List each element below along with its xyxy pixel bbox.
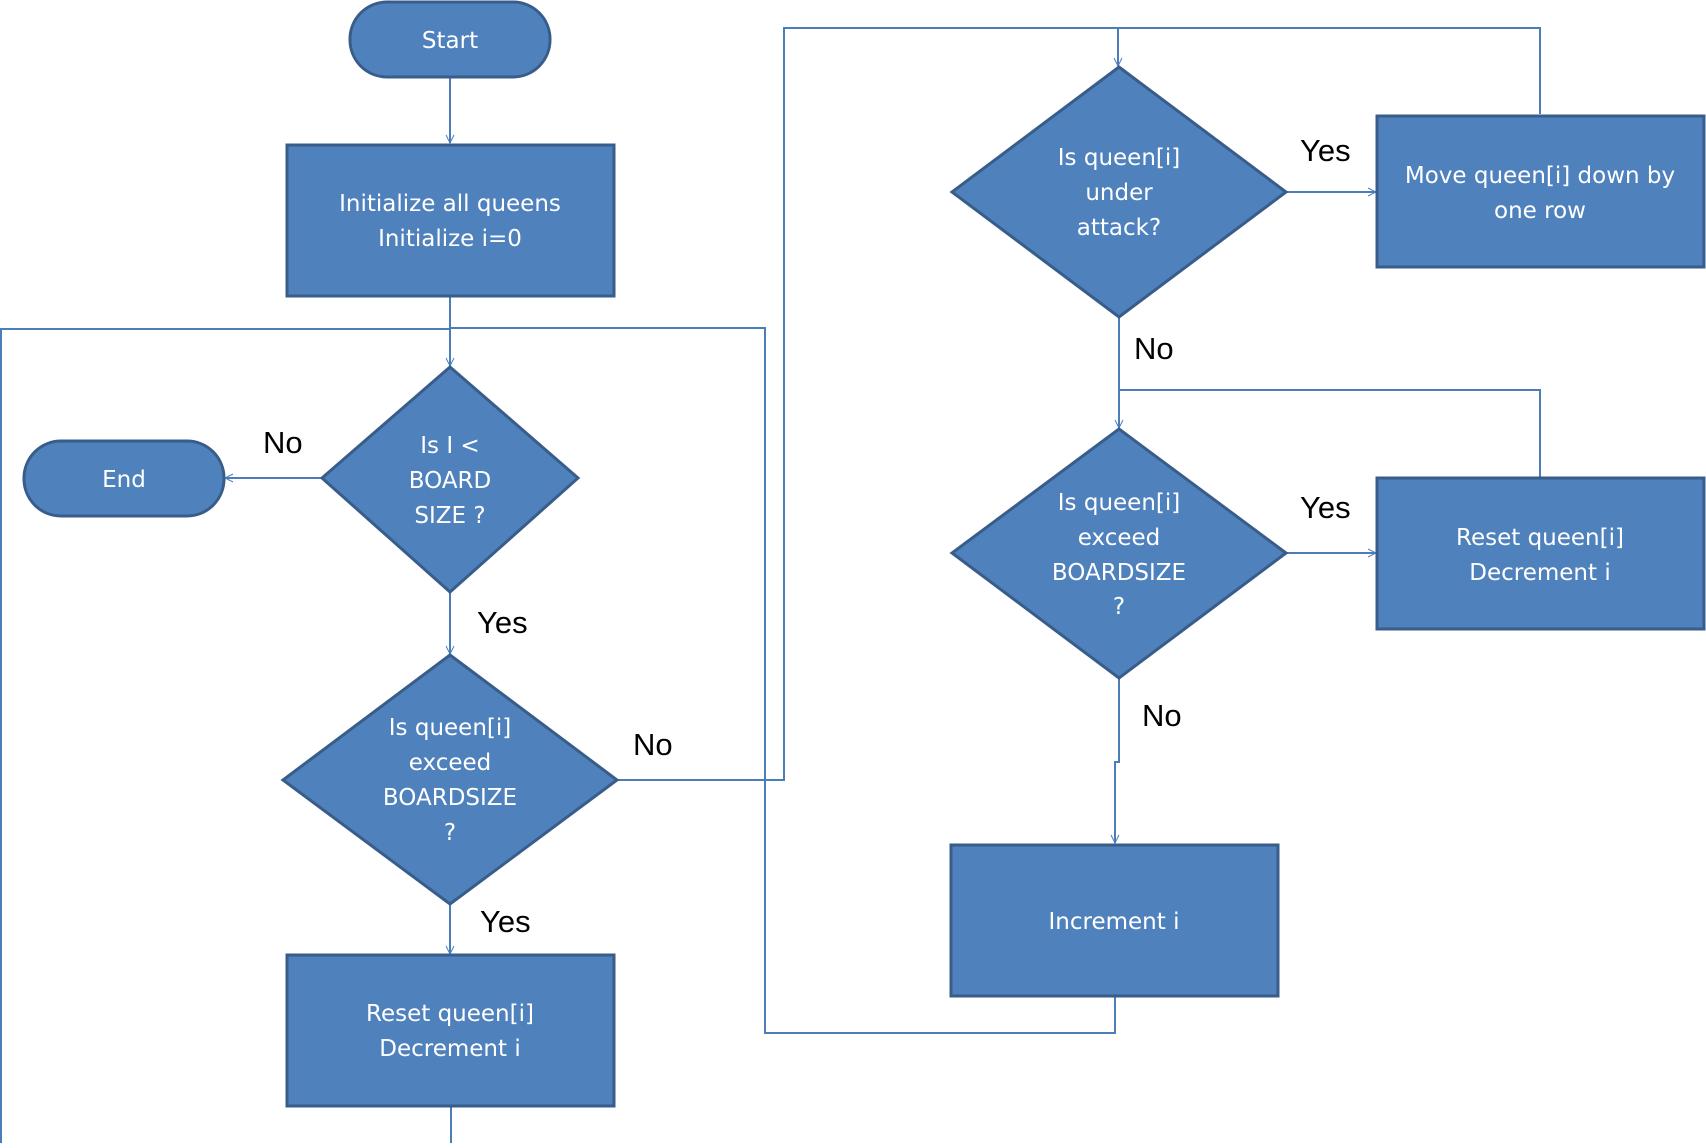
attack-line3: attack? [1077,215,1161,241]
check-i-decision: Is I < BOARD SIZE ? [319,365,581,595]
exceed-right-decision: Is queen[i] exceed BOARDSIZE ? [949,427,1289,680]
label-check-no: No [263,425,303,460]
reset-left-node: Reset queen[i] Decrement i [285,953,616,1108]
exceed-right-line2: exceed [1078,525,1161,551]
increment-label: Increment i [1049,909,1180,935]
init-label-line1: Initialize all queens [339,191,561,217]
end-node: End [22,439,226,518]
label-exceed-right-no: No [1142,698,1182,733]
label-exceed-left-yes: Yes [480,904,531,939]
exceed-left-line1: Is queen[i] [389,715,511,741]
exceed-left-line3: BOARDSIZE [383,785,517,811]
exceed-right-line3: BOARDSIZE [1052,560,1186,586]
attack-line1: Is queen[i] [1058,145,1180,171]
move-down-line2: one row [1494,198,1586,224]
exceed-right-line4: ? [1113,594,1125,620]
edge-labels: No Yes No Yes Yes No Yes No [263,133,1351,939]
start-node: Start [348,0,552,79]
label-attack-yes: Yes [1300,133,1351,168]
init-label-line2: Initialize i=0 [378,226,522,252]
connectors [0,27,1541,1145]
check-i-line2: BOARD [409,468,492,494]
end-label: End [102,467,146,493]
label-attack-no: No [1134,331,1174,366]
check-i-line1: Is I < [420,433,479,459]
reset-left-line1: Reset queen[i] [366,1001,534,1027]
exceed-left-decision: Is queen[i] exceed BOARDSIZE ? [280,653,620,906]
move-down-line1: Move queen[i] down by [1405,163,1675,189]
check-i-line3: SIZE ? [414,503,485,529]
exceed-left-line4: ? [444,820,456,846]
move-down-node: Move queen[i] down by one row [1375,114,1706,269]
edge-increment-loop-back [450,327,1116,1034]
attack-decision: Is queen[i] under attack? [949,65,1289,319]
edge-reset-right-loop-back [1119,389,1541,477]
edge-exceed-no-to-attack [617,27,1118,781]
label-check-yes: Yes [477,605,528,640]
edge-exceed-right-no-to-increment [1115,678,1120,843]
initialize-node: Initialize all queens Initialize i=0 [285,143,616,298]
reset-right-line1: Reset queen[i] [1456,525,1624,551]
edge-movedown-loop-back [1118,27,1541,114]
attack-line2: under [1085,180,1153,206]
reset-right-node: Reset queen[i] Decrement i [1375,476,1706,631]
label-exceed-right-yes: Yes [1300,490,1351,525]
reset-left-line2: Decrement i [379,1036,520,1062]
increment-node: Increment i [949,843,1280,998]
reset-right-line2: Decrement i [1469,560,1610,586]
start-label: Start [422,28,478,54]
label-exceed-left-no: No [633,727,673,762]
exceed-left-line2: exceed [409,750,492,776]
exceed-right-line1: Is queen[i] [1058,490,1180,516]
